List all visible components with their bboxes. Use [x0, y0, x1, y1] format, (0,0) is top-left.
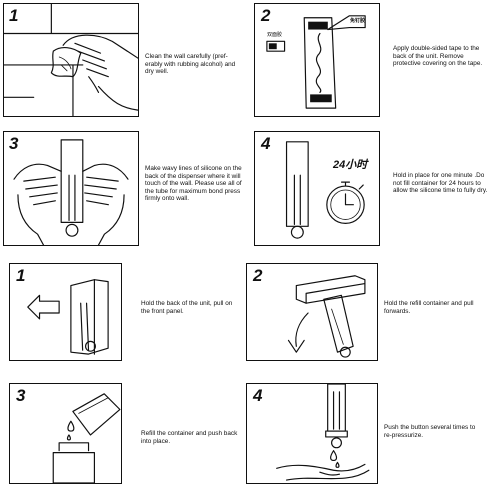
step-bottom-4-caption: Push the button several times to re-pres…: [384, 424, 476, 439]
step-bottom-1-caption: Hold the back of the unit, pull on the f…: [141, 300, 233, 315]
step-top-2-panel: 双面胶 免钉胶 2: [254, 3, 380, 117]
wait-timer-illustration: [285, 141, 365, 239]
step-bottom-2-panel: 2: [246, 263, 378, 361]
step-top-1-caption: Clean the wall carefully (pref- erably w…: [145, 53, 236, 76]
step-number: 3: [9, 134, 19, 153]
step-bottom-3-caption: Refill the container and push back into …: [141, 430, 238, 445]
step-number: 4: [253, 386, 263, 405]
step-top-1-panel: 1: [3, 3, 139, 117]
step-top-2-caption: Apply double-sided tape to the back of t…: [393, 45, 483, 68]
step-top-4-caption: Hold in place for one minute .Do not fil…: [393, 172, 488, 195]
refill-container-illustration: [52, 393, 121, 483]
step-bottom-4-panel: 4: [246, 383, 378, 484]
step-number: 2: [253, 266, 263, 285]
tape-label: 双面胶: [267, 32, 283, 38]
tape-applying-illustration: [266, 15, 366, 109]
press-button-illustration: [276, 384, 370, 481]
wall-cleaning-illustration: [4, 4, 138, 116]
step-top-4-panel: 24小时 4: [254, 131, 380, 246]
step-number: 2: [261, 6, 271, 25]
silicone-label: 免钉胶: [350, 18, 366, 24]
step-bottom-1-panel: 1: [9, 263, 122, 361]
step-number: 4: [261, 134, 271, 153]
step-number: 3: [16, 386, 26, 405]
step-number: 1: [16, 266, 26, 285]
pull-refill-container-illustration: [287, 275, 366, 358]
timer-label: 24小时: [333, 159, 368, 171]
step-bottom-3-panel: 3: [9, 383, 122, 484]
step-number: 1: [9, 6, 19, 25]
press-dispenser-illustration: [13, 139, 129, 245]
step-top-3-panel: 3: [3, 131, 139, 246]
pull-front-panel-illustration: [27, 279, 109, 355]
step-bottom-2-caption: Hold the refill container and pull forwa…: [384, 300, 474, 315]
step-top-3-caption: Make wavy lines of silicone on the back …: [145, 165, 242, 203]
